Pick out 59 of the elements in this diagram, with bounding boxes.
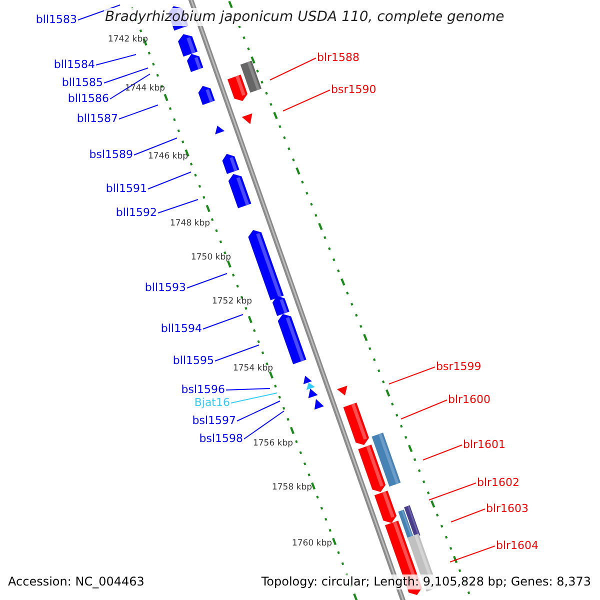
gene-label: blr1603 (486, 502, 529, 516)
leader-line (450, 508, 486, 522)
gene-label: bsl1596 (181, 383, 225, 397)
leader-line (230, 392, 278, 404)
scale-label: 1750 kbp (190, 252, 232, 264)
leader-line (78, 4, 120, 20)
leader-line (244, 410, 284, 440)
gene-label: bsl1597 (192, 414, 236, 428)
gene-label: bsl1589 (89, 148, 133, 162)
leader-line (226, 388, 270, 390)
scale-label: 1742 kbp (108, 34, 148, 46)
gene-label: bsr1590 (331, 83, 376, 97)
gene-label: bll1585 (62, 76, 103, 90)
leader-line (134, 138, 178, 156)
leader-line (270, 58, 316, 80)
gene-label: bll1592 (116, 206, 157, 220)
footer-text: Topology: circular; Length: 9,105,828 bp; Genes: 8,373 (261, 574, 591, 590)
gene-label: bll1593 (144, 281, 186, 295)
gene-label: bll1594 (160, 322, 202, 336)
leader-line (214, 344, 260, 362)
gene-label: blr1602 (477, 476, 520, 490)
leader-line (388, 366, 436, 384)
scale-label: 1748 kbp (170, 218, 210, 230)
leader-line (118, 104, 158, 120)
scale-label: 1752 kbp (212, 296, 252, 308)
leader-line (158, 199, 198, 214)
gene-label: bll1595 (172, 354, 214, 368)
leader-line (282, 90, 330, 112)
title: Bradyrhizobium japonicum USDA 110, complete genome (104, 8, 506, 26)
leader-line (186, 273, 228, 288)
gene-label: blr1601 (463, 438, 506, 452)
scale-label: 1754 kbp (232, 364, 274, 374)
leader-line (148, 172, 192, 190)
gene-label: blr1600 (448, 393, 491, 407)
leader-line (110, 74, 150, 100)
scale-label: 1758 kbp (272, 482, 312, 494)
gene-label: bll1584 (54, 58, 95, 72)
leader-line (450, 546, 496, 562)
leader-line (236, 400, 280, 422)
leader-line (96, 54, 136, 66)
scale-label: 1744 kbp (124, 84, 166, 94)
leader-line (428, 482, 476, 500)
gene-label: bll1583 (36, 13, 77, 27)
scale-label: 1746 kbp (148, 152, 188, 162)
scale-label: 1760 kbp (292, 538, 332, 550)
gene-label: bll1587 (76, 112, 118, 126)
leader-line (202, 314, 244, 330)
leader-line (400, 400, 448, 420)
gene-label: blr1588 (317, 51, 360, 65)
leader-line (422, 444, 462, 460)
gene-label: bll1586 (68, 92, 109, 106)
scale-label: 1756 kbp (252, 438, 294, 450)
gene-label: blr1604 (496, 539, 539, 553)
gene-label: bsr1599 (436, 360, 482, 374)
gene-label: bll1591 (106, 182, 147, 196)
gene-label: Bjat16 (194, 396, 230, 410)
footer-text: Accession: NC_004463 (8, 574, 144, 590)
gene-label: bsl1598 (199, 432, 243, 446)
leader-line (104, 68, 148, 84)
